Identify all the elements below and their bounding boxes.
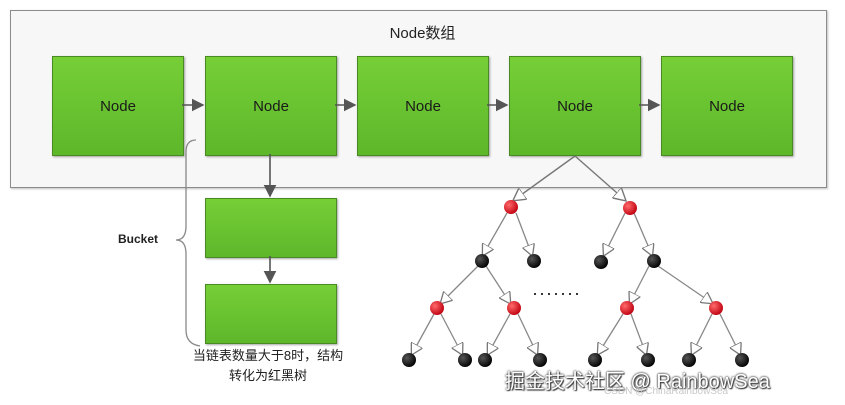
bucket-brace — [175, 139, 201, 347]
red-node — [620, 301, 634, 315]
array-node-1: Node — [52, 56, 184, 156]
black-node — [682, 353, 696, 367]
treeify-note: 当链表数量大于8时，结构 转化为红黑树 — [168, 346, 368, 386]
black-node — [402, 353, 416, 367]
red-node — [504, 200, 518, 214]
black-nodes — [402, 254, 749, 367]
tree-root-arrow-left — [514, 155, 576, 200]
black-node — [594, 255, 608, 269]
node-label: Node — [405, 97, 441, 115]
treeify-note-line-2: 转化为红黑树 — [228, 368, 307, 383]
tree-ellipsis: ······· — [532, 283, 581, 303]
array-node-4: Node — [509, 56, 641, 156]
bucket-node-2 — [205, 284, 337, 344]
watermark-sub: CSDN @ChinaRainbowSea — [604, 386, 729, 397]
treeify-note-line-1: 当链表数量大于8时，结构 — [192, 348, 344, 363]
node-label: Node — [709, 97, 745, 115]
bucket-label: Bucket — [118, 232, 159, 246]
black-node — [641, 353, 655, 367]
watermark-main: 掘金技术社区 @ RainbowSea — [505, 371, 770, 393]
black-node — [478, 353, 492, 367]
array-node-2: Node — [205, 56, 337, 156]
tree-root-arrow-right — [574, 155, 625, 200]
black-node — [588, 353, 602, 367]
array-node-3: Node — [357, 56, 489, 156]
node-label: Node — [100, 97, 136, 115]
red-node — [709, 301, 723, 315]
red-node — [507, 301, 521, 315]
black-node — [527, 254, 541, 268]
node-label: Node — [253, 97, 289, 115]
red-nodes — [430, 200, 723, 315]
black-node — [475, 254, 489, 268]
red-node — [430, 301, 444, 315]
bucket-node-1 — [205, 198, 337, 258]
black-node — [458, 353, 472, 367]
black-node — [735, 353, 749, 367]
black-node — [533, 353, 547, 367]
node-label: Node — [557, 97, 593, 115]
node-array-title: Node数组 — [389, 25, 456, 42]
black-node — [647, 254, 661, 268]
red-node — [623, 201, 637, 215]
array-node-5: Node — [661, 56, 793, 156]
